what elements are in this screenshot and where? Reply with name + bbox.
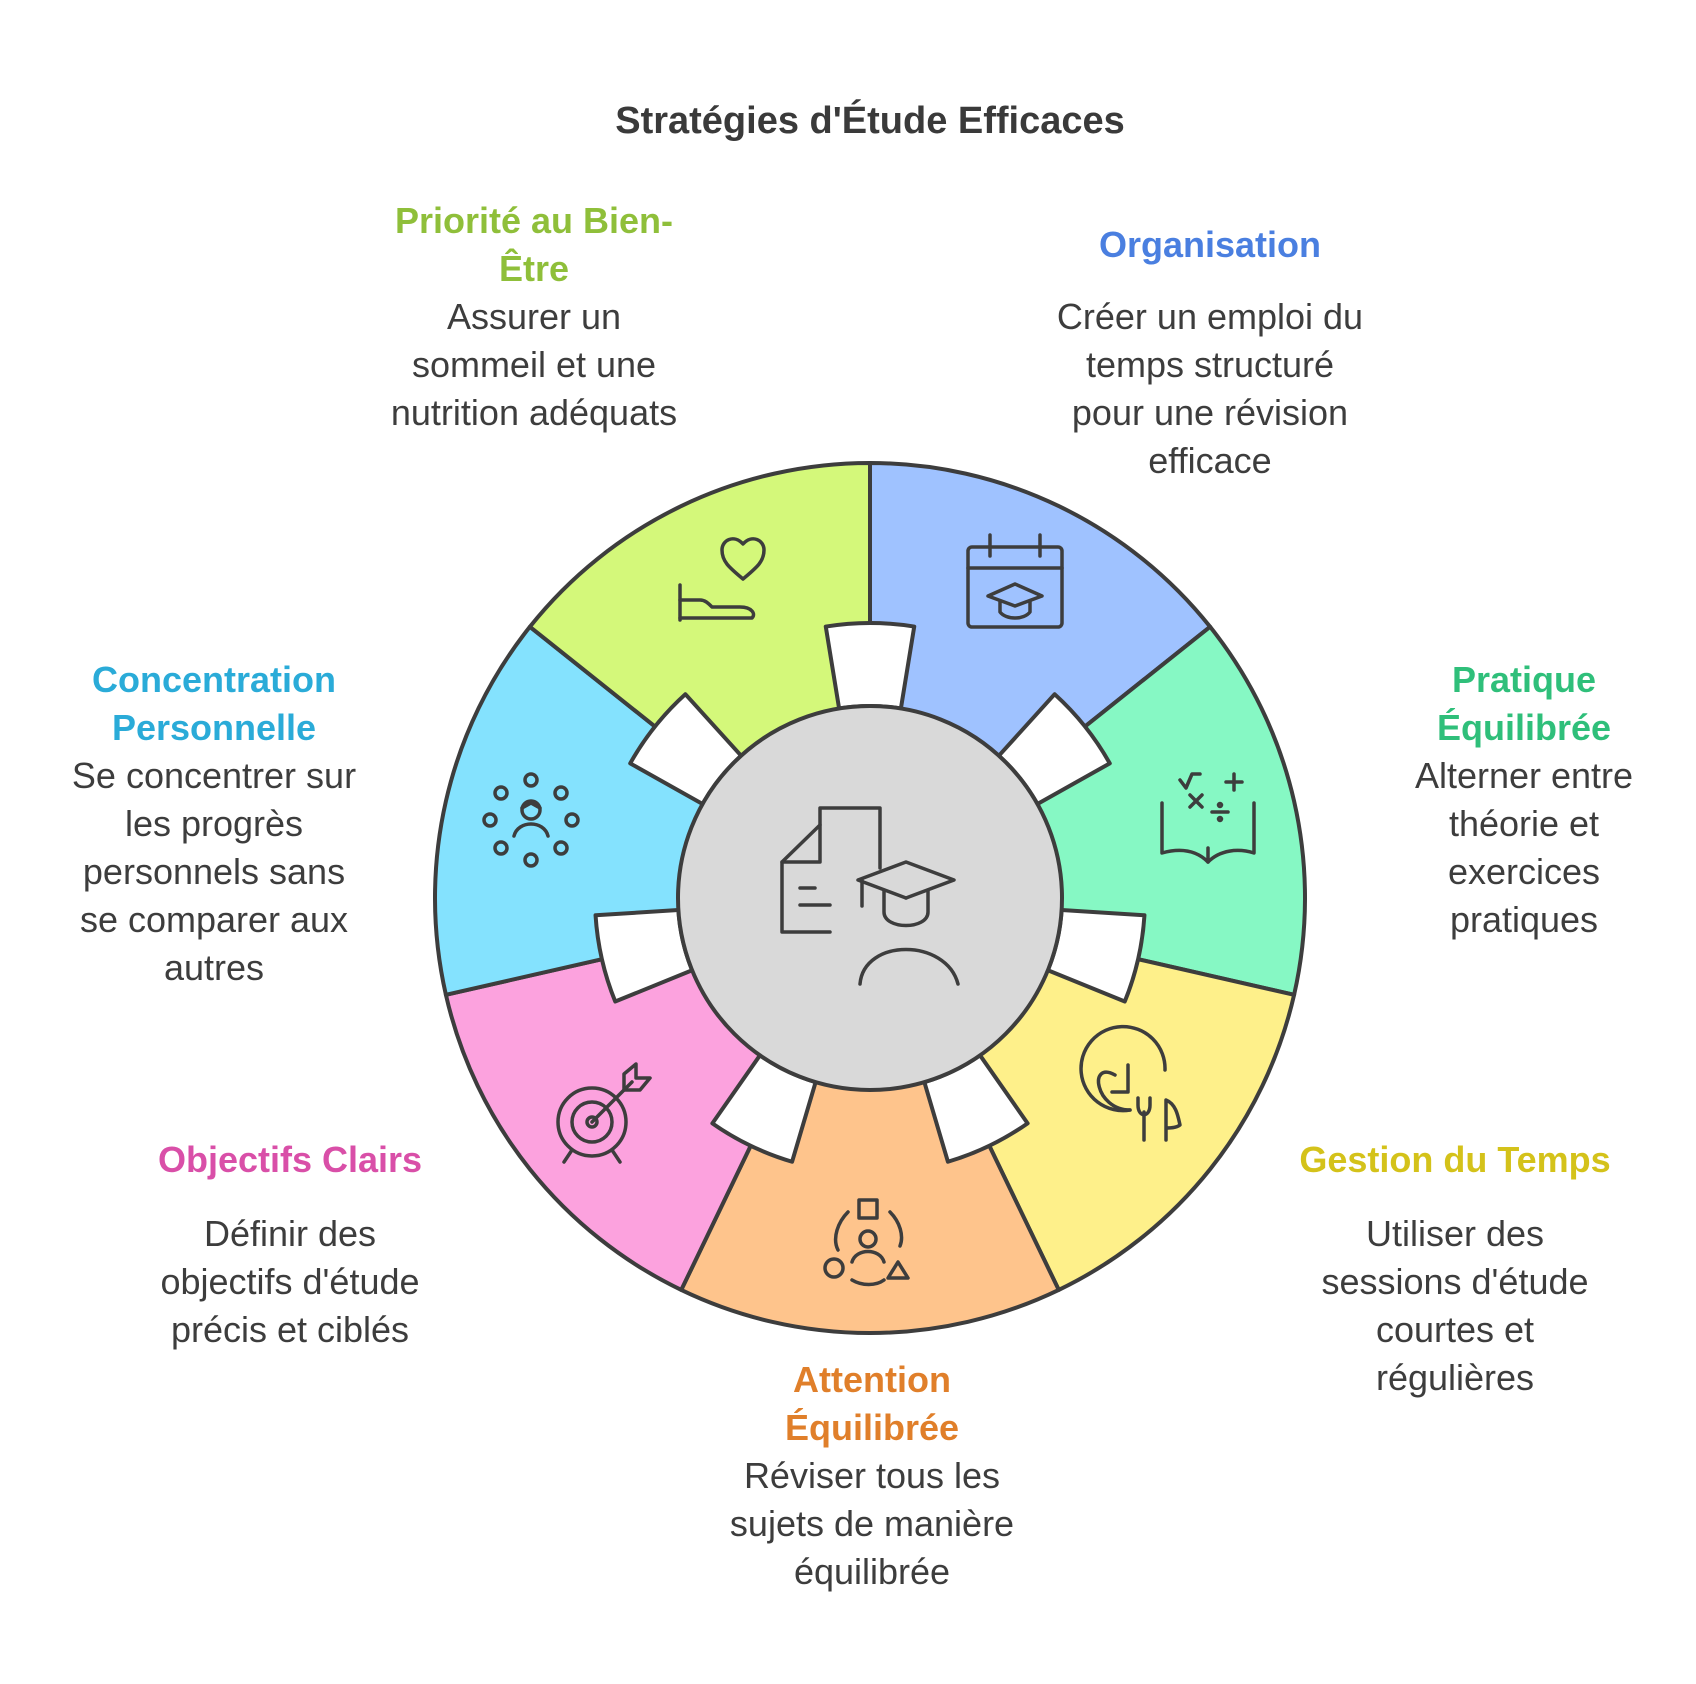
- description-bienetre: Assurer un: [447, 296, 621, 337]
- heading-pratique: Équilibrée: [1437, 707, 1611, 748]
- description-objectifs: Définir des: [204, 1213, 376, 1254]
- description-concentration: les progrès: [125, 803, 303, 844]
- description-attention: sujets de manière: [730, 1503, 1014, 1544]
- student-document-icon: [780, 806, 960, 986]
- description-gestion: courtes et: [1376, 1309, 1534, 1350]
- description-bienetre: nutrition adéquats: [391, 392, 677, 433]
- description-organisation: efficace: [1148, 440, 1271, 481]
- description-attention: Réviser tous les: [744, 1455, 1000, 1496]
- center-circle: [676, 704, 1064, 1092]
- description-pratique: Alterner entre: [1415, 755, 1633, 796]
- description-pratique: théorie et: [1449, 803, 1599, 844]
- description-concentration: se comparer aux: [80, 899, 348, 940]
- ring-gap-bienetre: [823, 621, 917, 711]
- heading-objectifs: Objectifs Clairs: [158, 1139, 422, 1180]
- heading-attention: Équilibrée: [785, 1407, 959, 1448]
- clock-plant-icon: [1079, 1024, 1182, 1142]
- hand-heart-icon: [678, 537, 766, 622]
- description-gestion: régulières: [1376, 1357, 1534, 1398]
- heading-concentration: Concentration: [92, 659, 336, 700]
- description-objectifs: objectifs d'étude: [160, 1261, 419, 1302]
- heading-organisation: Organisation: [1099, 224, 1321, 265]
- description-gestion: Utiliser des: [1366, 1213, 1544, 1254]
- heading-gestion: Gestion du Temps: [1299, 1139, 1610, 1180]
- description-objectifs: précis et ciblés: [171, 1309, 409, 1350]
- target-arrow-icon: [556, 1062, 652, 1164]
- description-organisation: Créer un emploi du: [1057, 296, 1363, 337]
- description-pratique: pratiques: [1450, 899, 1598, 940]
- heading-bienetre: Priorité au Bien-: [395, 200, 673, 241]
- description-concentration: personnels sans: [83, 851, 345, 892]
- math-book-icon: [1160, 772, 1256, 864]
- description-organisation: temps structuré: [1086, 344, 1334, 385]
- description-bienetre: sommeil et une: [412, 344, 656, 385]
- heading-concentration: Personnelle: [112, 707, 316, 748]
- description-gestion: sessions d'étude: [1321, 1261, 1588, 1302]
- heading-pratique: Pratique: [1452, 659, 1596, 700]
- calendar-graduation-cap-icon: [966, 533, 1064, 629]
- heading-attention: Attention: [793, 1359, 951, 1400]
- person-focus-icon: [482, 772, 580, 868]
- description-concentration: autres: [164, 947, 264, 988]
- description-organisation: pour une révision: [1072, 392, 1348, 433]
- description-concentration: Se concentrer sur: [72, 755, 356, 796]
- description-attention: équilibrée: [794, 1551, 950, 1592]
- diagram-title: Stratégies d'Étude Efficaces: [615, 98, 1125, 142]
- person-shapes-icon: [823, 1198, 910, 1287]
- description-pratique: exercices: [1448, 851, 1600, 892]
- heading-bienetre: Être: [499, 247, 569, 289]
